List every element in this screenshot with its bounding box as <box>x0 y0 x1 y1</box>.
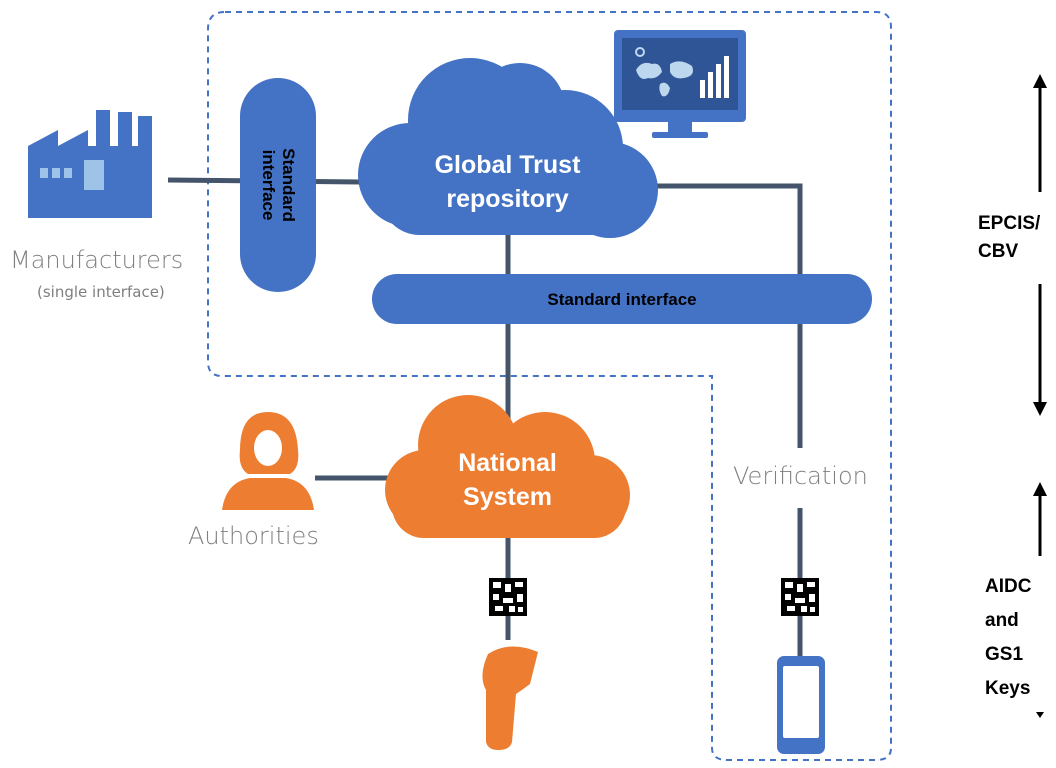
dashed-boundary <box>207 11 892 761</box>
national-line2: System <box>463 483 552 511</box>
global-trust-label: Global Trust repository <box>400 148 615 216</box>
monitor-icon <box>614 30 746 138</box>
national-system-cloud <box>385 395 630 538</box>
aidc-line1: AIDC <box>985 576 1032 597</box>
standard-interface-vertical-label: Standard interface <box>258 115 298 255</box>
epcis-line2: CBV <box>978 241 1019 262</box>
manufacturers-sublabel: (single interface) <box>37 283 165 301</box>
smartphone-icon <box>777 656 825 754</box>
manufacturers-label: Manufacturers <box>10 246 184 274</box>
verification-label: Verification <box>733 462 868 490</box>
standard-interface-horizontal-pill <box>372 274 872 324</box>
person-face <box>254 430 282 466</box>
aidc-line3: GS1 <box>985 644 1024 665</box>
standard-interface-horizontal-label: Standard interface <box>547 290 697 309</box>
epcis-cbv-label: EPCIS/ CBV <box>978 210 1040 266</box>
aidc-gs1-keys-label: AIDC and GS1 Keys <box>985 570 1031 706</box>
standard-interface-vertical-line2: interface <box>259 149 278 221</box>
aidc-line2: and <box>985 610 1019 631</box>
global-trust-cloud <box>358 58 658 238</box>
scanner-icon <box>482 646 538 750</box>
standard-interface-vertical-pill <box>240 78 316 292</box>
factory-icon <box>28 110 152 218</box>
aidc-line4: Keys <box>985 678 1031 699</box>
national-system-label: National System <box>400 446 615 514</box>
epcis-line1: EPCIS/ <box>978 213 1041 234</box>
datamatrix-icon <box>781 578 819 616</box>
global-trust-line2: repository <box>446 185 569 213</box>
standard-interface-vertical-line1: Standard <box>279 148 298 222</box>
epcis-arrow <box>1033 74 1047 718</box>
datamatrix-icon <box>489 578 527 616</box>
authorities-label: Authorities <box>188 522 319 550</box>
global-trust-line1: Global Trust <box>434 151 581 179</box>
national-line1: National <box>458 449 557 477</box>
